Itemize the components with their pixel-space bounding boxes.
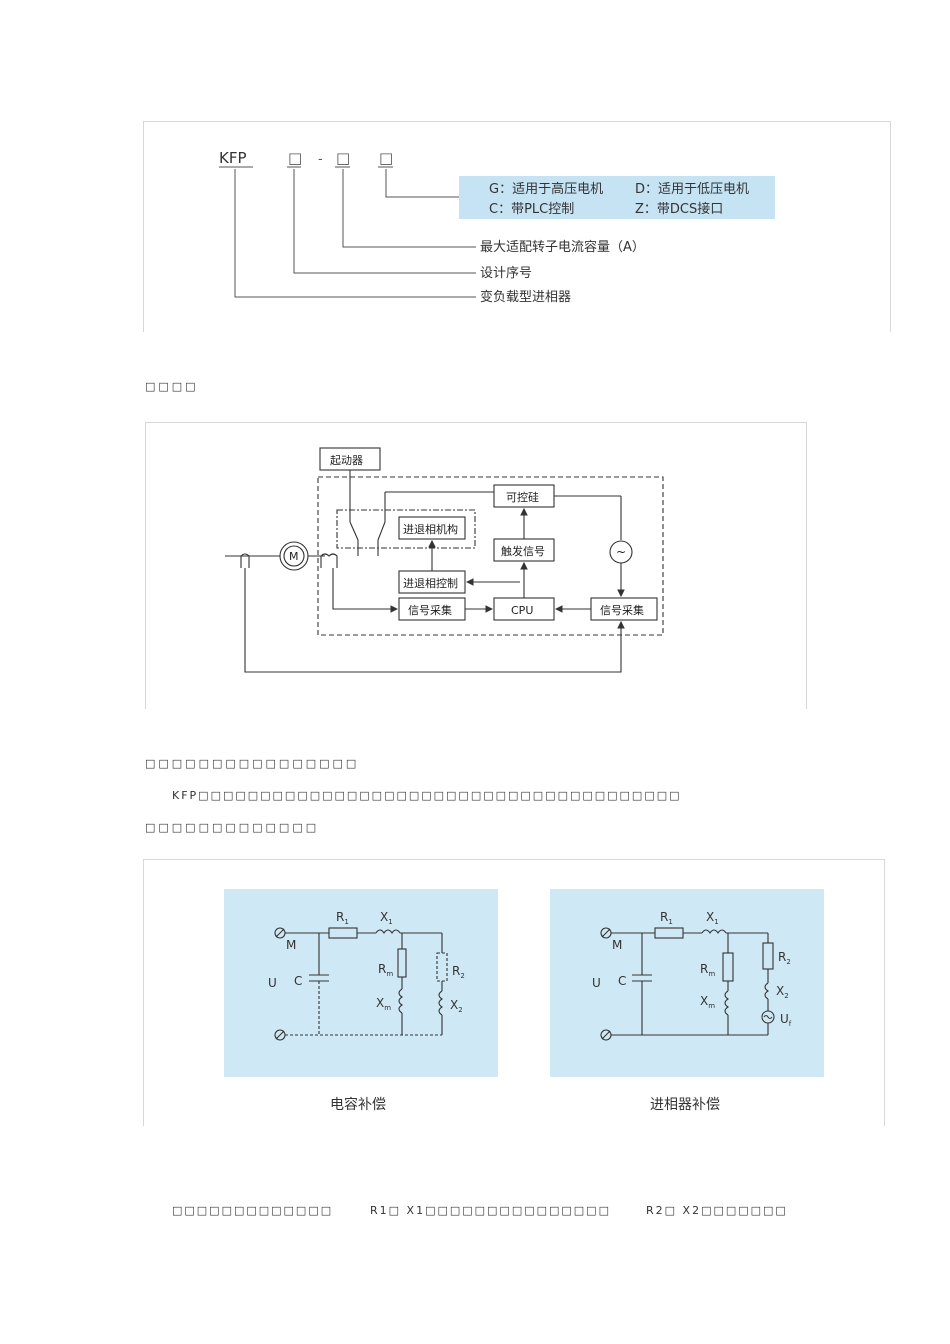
code-dash: - bbox=[318, 152, 323, 167]
phase-control-label: 进退相控制 bbox=[403, 576, 458, 590]
motor-label: M bbox=[289, 550, 299, 563]
capacitor-c-label-2: C bbox=[618, 974, 626, 988]
caption-1: □□□□ bbox=[145, 380, 199, 393]
capacitor-c-label: C bbox=[294, 974, 302, 988]
cpu-label: CPU bbox=[511, 604, 533, 617]
bottom-text-2: R1□ X1□□□□□□□□□□□□□□□ bbox=[370, 1204, 611, 1217]
capacitor-compensation-circuit: M U C R1 X1 Rm Xm R2 X2 bbox=[224, 889, 498, 1077]
svg-text:R1: R1 bbox=[660, 910, 673, 926]
svg-text:Rm: Rm bbox=[700, 962, 715, 978]
voltage-u-label: U bbox=[268, 976, 277, 990]
svg-text:X2: X2 bbox=[450, 998, 463, 1014]
ac-source-icon: ~ bbox=[616, 545, 626, 559]
option-d: D：适用于低压电机 bbox=[635, 182, 749, 197]
svg-text:Xm: Xm bbox=[700, 994, 715, 1010]
collect-left-label: 信号采集 bbox=[408, 603, 452, 617]
code-box-1: □ bbox=[288, 149, 302, 167]
svg-text:Rm: Rm bbox=[378, 962, 393, 978]
collect-right-label: 信号采集 bbox=[600, 603, 644, 617]
trigger-label: 触发信号 bbox=[501, 544, 545, 558]
mechanism-box bbox=[398, 516, 466, 540]
phase-advancer-title: 进相器补偿 bbox=[650, 1097, 720, 1113]
svg-text:Uf: Uf bbox=[780, 1012, 792, 1028]
mechanism-label: 进退相机构 bbox=[403, 522, 458, 536]
svg-text:X1: X1 bbox=[706, 910, 719, 926]
option-z: Z：带DCS接口 bbox=[635, 201, 723, 217]
starter-label: 起动器 bbox=[330, 454, 363, 467]
svg-text:R2: R2 bbox=[778, 950, 791, 966]
caption-3: □□□□□□□□□□□□□ bbox=[145, 821, 320, 834]
thyristor-label: 可控硅 bbox=[506, 490, 539, 504]
model-code-diagram: KFP □ - □ □ G：适用于高压电机 D：适用于低压电机 C：带PLC控制… bbox=[219, 149, 775, 305]
label-design-serial: 设计序号 bbox=[480, 266, 532, 281]
terminal-m-label: M bbox=[286, 938, 296, 952]
capacitor-compensation-title: 电容补偿 bbox=[330, 1097, 386, 1113]
options-highlight bbox=[459, 176, 775, 219]
voltage-u-label-2: U bbox=[592, 976, 601, 990]
label-device-type: 变负载型进相器 bbox=[480, 289, 571, 305]
svg-text:R1: R1 bbox=[336, 910, 349, 926]
bottom-text-3: R2□ X2□□□□□□□ bbox=[646, 1204, 788, 1217]
phase-advancer-circuit: M U C R1 X1 Rm Xm R2 X2 Uf bbox=[550, 889, 824, 1077]
figure-model-code bbox=[143, 121, 891, 332]
model-prefix: KFP bbox=[219, 149, 247, 167]
code-box-2: □ bbox=[336, 149, 350, 167]
terminal-m-label-2: M bbox=[612, 938, 622, 952]
caption-2: □□□□□□□□□□□□□□□□ bbox=[145, 757, 360, 770]
figure-equivalent-circuits bbox=[143, 859, 885, 1126]
svg-text:X2: X2 bbox=[776, 984, 789, 1000]
block-diagram: 起动器 可控硅 进退相机构 触发信号 进退相控制 信号采集 CPU 信号采集 M… bbox=[225, 447, 664, 673]
code-box-3: □ bbox=[379, 149, 393, 167]
paragraph-kfp: KFP□□□□□□□□□□□□□□□□□□□□□□□□□□□□□□□□□□□□□… bbox=[172, 789, 682, 802]
svg-text:Xm: Xm bbox=[376, 996, 391, 1012]
label-rotor-current: 最大适配转子电流容量（A） bbox=[480, 239, 645, 255]
option-g: G：适用于高压电机 bbox=[489, 181, 603, 197]
svg-text:X1: X1 bbox=[380, 910, 393, 926]
bottom-text-1: □□□□□□□□□□□□□ bbox=[172, 1204, 334, 1217]
svg-text:R2: R2 bbox=[452, 964, 465, 980]
figure-block-diagram bbox=[145, 422, 807, 709]
option-c: C：带PLC控制 bbox=[489, 202, 574, 217]
